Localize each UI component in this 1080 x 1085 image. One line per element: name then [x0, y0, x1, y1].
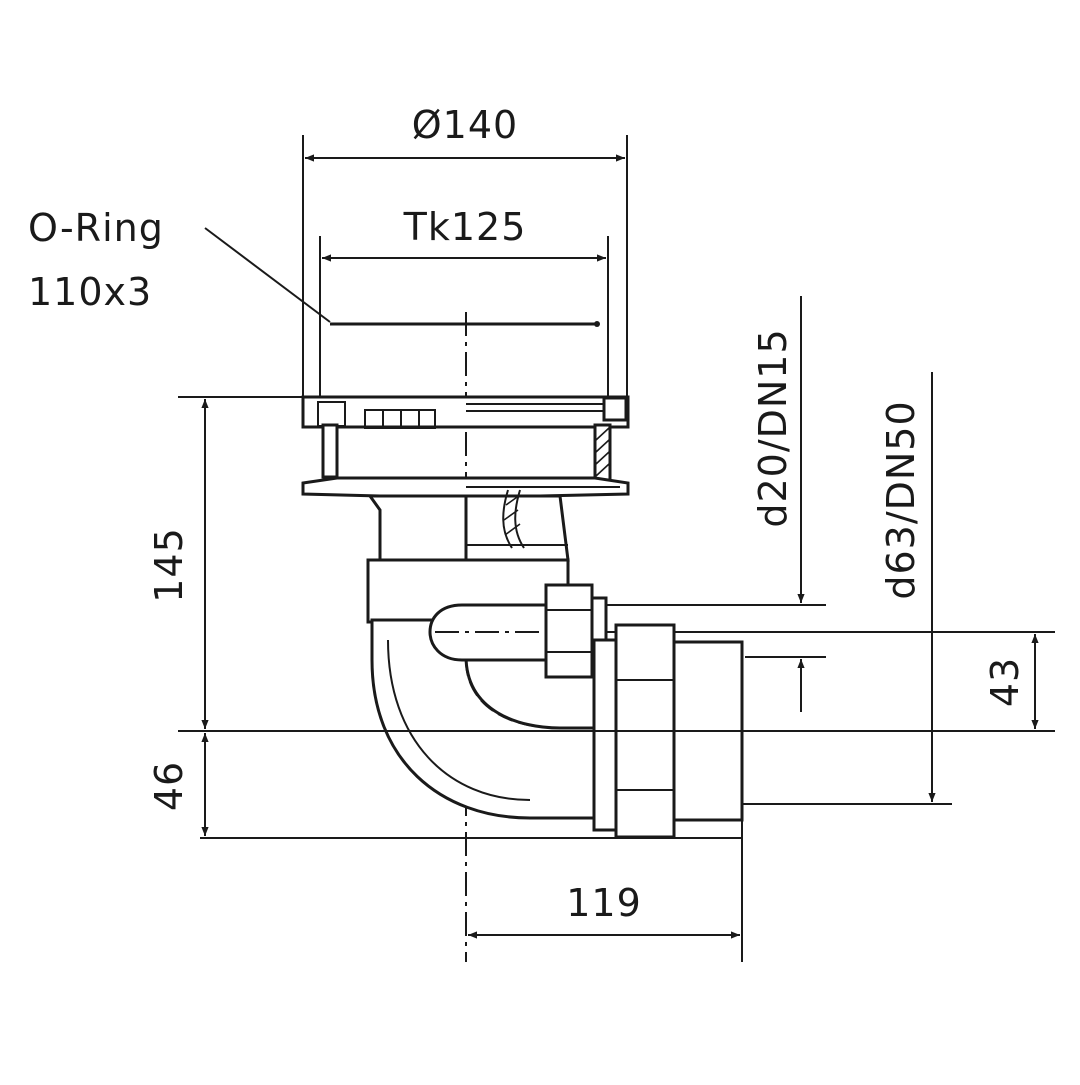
- label-diameter: Ø140: [412, 103, 518, 147]
- label-o-ring: O-Ring: [28, 206, 164, 250]
- dim-bolt-circle-125: Tk125: [319, 205, 609, 398]
- drain-elbow: [370, 618, 598, 820]
- label-height-145: 145: [147, 527, 191, 603]
- dim-outlet: d63/DN50: [674, 372, 1055, 805]
- label-outlet: d63/DN50: [879, 400, 923, 599]
- dim-diameter-140: Ø140: [302, 103, 628, 398]
- label-width-119: 119: [566, 881, 642, 925]
- drain-neck: [366, 489, 570, 624]
- dim-side-inlet: d20/DN15: [606, 296, 826, 712]
- label-bolt-circle: Tk125: [403, 205, 527, 249]
- side-inlet: [428, 583, 620, 679]
- label-offset-43: 43: [983, 657, 1027, 707]
- dim-width-119: 119: [468, 820, 743, 962]
- label-o-ring-size: 110x3: [28, 270, 152, 314]
- o-ring-callout: O-Ring 110x3: [28, 206, 600, 327]
- label-height-46: 46: [147, 761, 191, 811]
- label-side-inlet: d20/DN15: [751, 328, 795, 527]
- drain-flange: [301, 395, 630, 498]
- dim-height-46: 46: [147, 733, 742, 839]
- dim-height-145: 145: [147, 396, 1055, 732]
- dim-offset-43: 43: [983, 634, 1039, 729]
